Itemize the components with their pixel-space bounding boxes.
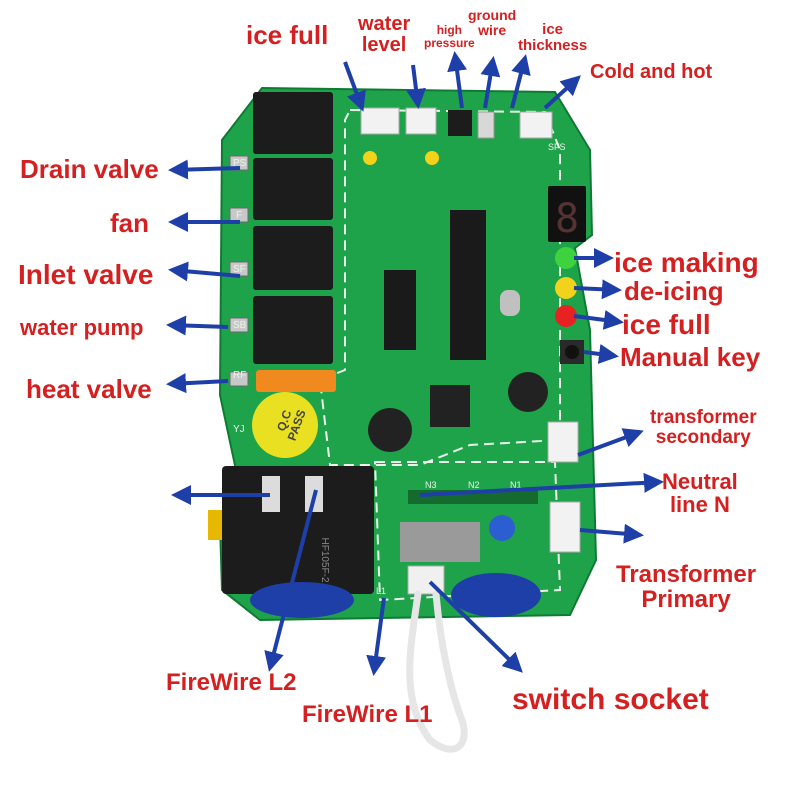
label-firewire-l2: FireWire L2 xyxy=(166,669,297,696)
silk-rf: RF xyxy=(233,370,246,381)
arrow-water-pump xyxy=(166,315,229,336)
label-heat-valve: heat valve xyxy=(26,374,152,404)
arrow-cold-hot xyxy=(543,75,581,110)
arrow-firewire-l2 xyxy=(264,489,318,672)
arrow-ground-wire xyxy=(480,56,501,109)
label-de-icing: de-icing xyxy=(624,276,724,306)
arrow-firewire-l1 xyxy=(366,597,387,676)
blue-capacitor-left xyxy=(250,582,354,618)
arrow-heat-valve xyxy=(166,373,229,394)
label-fan: fan xyxy=(110,208,149,238)
silk-n3: N3 xyxy=(425,480,437,490)
arrow-neutral-line xyxy=(419,472,664,497)
label-ice-making: ice making xyxy=(614,247,759,278)
label-ground-wire: ground wire xyxy=(468,7,517,38)
label-high-pressure: high pressure xyxy=(424,23,475,50)
arrows xyxy=(166,51,664,676)
silk-sf: SF xyxy=(233,264,246,275)
label-water-level: water level xyxy=(358,13,411,56)
arrow-transformer-secondary xyxy=(577,428,644,457)
arrow-ice-full-right xyxy=(573,310,624,330)
relay-heat xyxy=(256,370,336,392)
power-relay xyxy=(222,466,374,594)
ic-driver xyxy=(384,270,416,350)
led-top-left xyxy=(363,151,377,165)
led-ice-full xyxy=(555,305,577,327)
silk-sfs: SFS xyxy=(548,142,566,152)
relays xyxy=(253,92,336,392)
regulator xyxy=(430,385,470,427)
arrow-de-icing xyxy=(573,279,622,300)
arrow-manual-key xyxy=(583,344,619,364)
electrolytic-capacitor-2 xyxy=(508,372,548,412)
arrow-inlet-valve xyxy=(168,261,241,282)
led-top-right xyxy=(425,151,439,165)
transformer-primary-connector xyxy=(549,501,581,553)
arrow-drain-valve xyxy=(168,159,241,180)
arrow-high-pressure xyxy=(447,51,468,109)
seven-segment-digit: 8 xyxy=(555,196,579,242)
label-ice-thickness: ice thickness xyxy=(518,21,588,54)
pcb-silkscreen-outline-lower xyxy=(373,461,562,602)
label-transformer-secondary: transformer secondary xyxy=(650,407,757,448)
relay-drain xyxy=(253,92,333,154)
arrow-ice-full-top xyxy=(343,61,366,112)
top-connectors xyxy=(360,107,553,139)
transformer-secondary-connector xyxy=(547,421,579,463)
silk-l1: L1 xyxy=(376,586,386,596)
label-firewire-l1: FireWire L1 xyxy=(302,701,433,728)
switch-socket-housing xyxy=(400,522,480,562)
silk-n2: N2 xyxy=(468,480,480,490)
label-neutral-line-n: Neutral line N xyxy=(662,469,738,518)
silk-n1: N1 xyxy=(510,480,522,490)
qc-pass-sticker xyxy=(252,392,318,458)
label-switch-socket: switch socket xyxy=(512,683,709,716)
led-ice-making xyxy=(555,247,577,269)
arrow-ice-thickness xyxy=(510,54,531,109)
relay-pump xyxy=(253,296,333,364)
blue-capacitor-right xyxy=(451,573,541,617)
arrow-water-level xyxy=(406,64,426,109)
power-relay-label: HF105F-2 xyxy=(319,537,330,582)
label-manual-key: Manual key xyxy=(620,342,761,372)
led-de-icing xyxy=(555,277,577,299)
silk-sb: SB xyxy=(233,320,247,331)
switch-cable xyxy=(406,590,468,753)
arrow-transformer-primary xyxy=(579,523,644,544)
label-transformer-primary: Transformer Primary xyxy=(616,561,757,614)
silk-f: F xyxy=(236,210,242,221)
electrolytic-capacitor xyxy=(368,408,412,452)
relay-inlet xyxy=(253,226,333,290)
ic-microcontroller xyxy=(450,210,486,360)
power-relay-side-tab xyxy=(208,510,222,540)
label-water-pump: water pump xyxy=(20,315,144,340)
label-inlet-valve: Inlet valve xyxy=(18,259,154,290)
manual-key-button xyxy=(565,345,579,359)
label-ice-full-top: ice full xyxy=(246,20,329,50)
silk-yj: YJ xyxy=(233,424,245,435)
label-cold-and-hot: Cold and hot xyxy=(590,61,713,83)
relay-fan xyxy=(253,158,333,220)
label-drain-valve: Drain valve xyxy=(20,154,159,184)
label-ice-full-right: ice full xyxy=(622,309,711,340)
power-relay-terminal xyxy=(262,476,280,512)
blue-disc-capacitor xyxy=(489,515,515,541)
silk-ps: PS xyxy=(233,158,247,169)
crystal xyxy=(500,290,520,316)
arrow-switch-socket xyxy=(428,580,523,673)
seven-segment-display xyxy=(548,186,586,242)
